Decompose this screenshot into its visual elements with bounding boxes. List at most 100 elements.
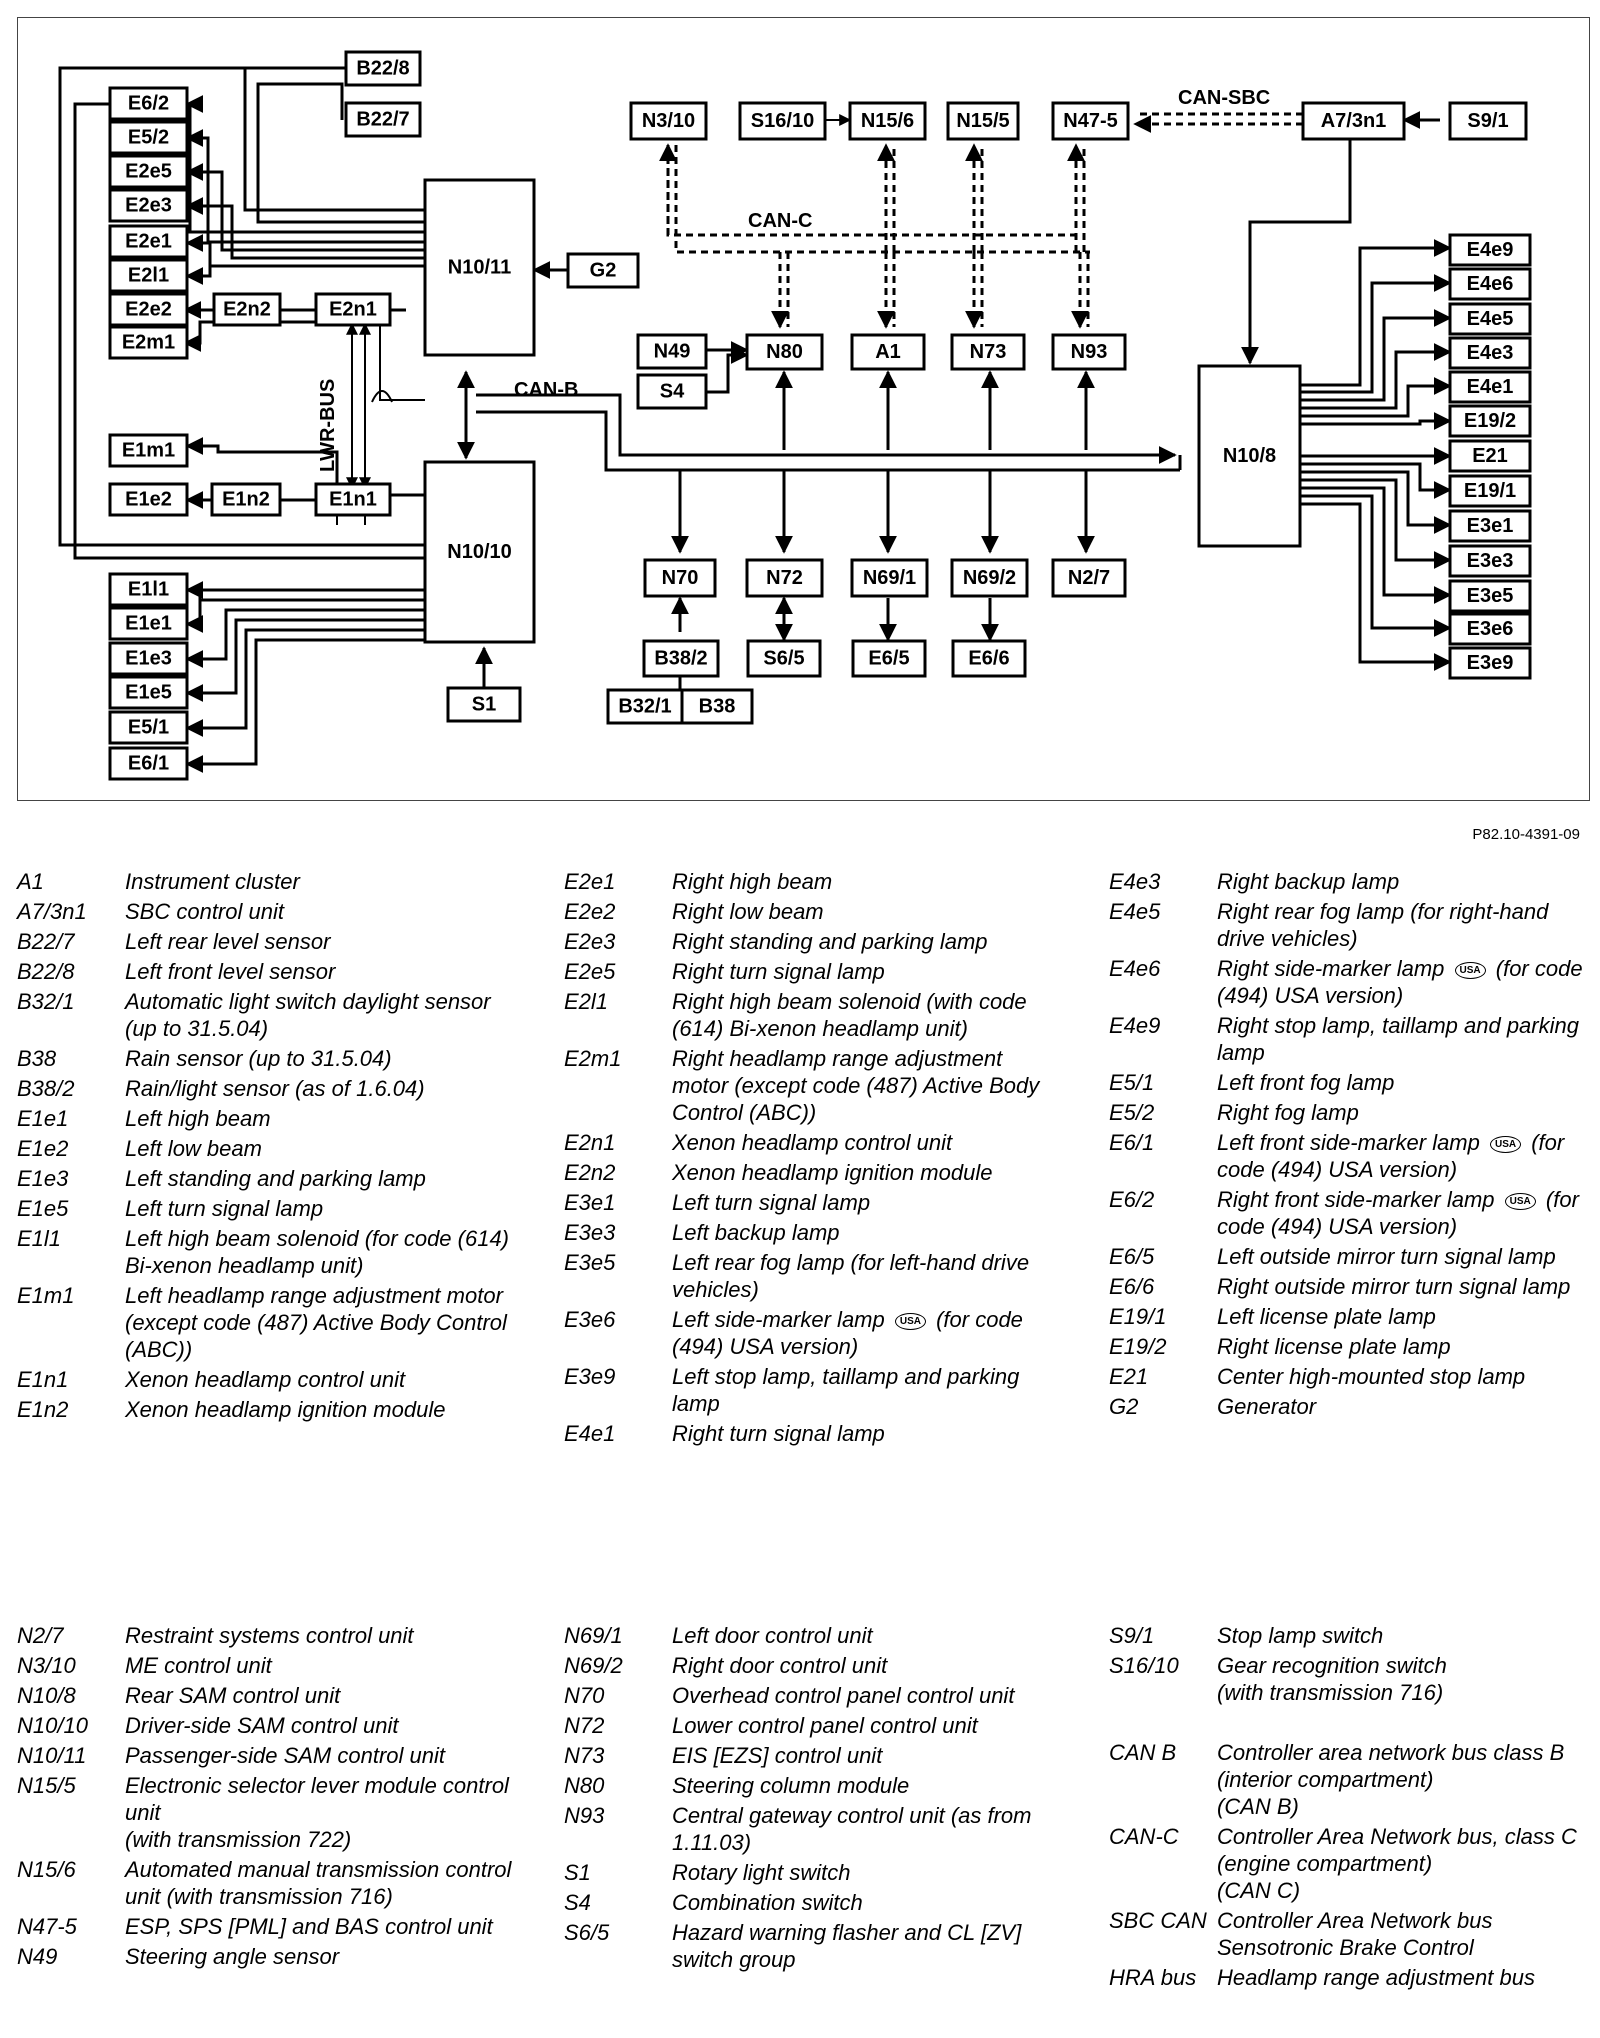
legend-description-text: Lower control panel control unit — [672, 1713, 978, 1738]
legend-description-text: Xenon headlamp ignition module — [672, 1160, 993, 1185]
legend-description: Xenon headlamp control unit — [672, 1129, 1044, 1156]
legend-description: Automated manual transmission control un… — [125, 1856, 547, 1910]
legend-code: S1 — [564, 1860, 591, 1885]
component-label: E1n1 — [329, 489, 377, 511]
component-label: E1e5 — [125, 682, 172, 704]
component-label: G2 — [590, 260, 617, 282]
component-box-e19-2: E19/2 — [1448, 404, 1532, 438]
legend-code: N69/1 — [564, 1623, 623, 1648]
legend-description-text: Right license plate lamp — [1217, 1334, 1451, 1359]
legend-code: E2e1 — [564, 869, 616, 894]
legend-description: Headlamp range adjustment bus — [1217, 1964, 1589, 1991]
legend-description: Driver-side SAM control unit — [125, 1712, 547, 1739]
component-label: E1l1 — [128, 579, 169, 601]
legend-description: Left rear fog lamp (for left-hand drive … — [672, 1249, 1044, 1303]
component-box-n70: N70 — [643, 558, 717, 598]
component-box-frame — [738, 101, 827, 141]
legend-description: Xenon headlamp control unit — [125, 1366, 537, 1393]
legend-code: CAN-C — [1109, 1824, 1179, 1849]
legend-code: CAN B — [1109, 1740, 1177, 1765]
legend-code: E21 — [1109, 1364, 1149, 1389]
component-label: E3e6 — [1467, 618, 1514, 640]
component-box-frame — [629, 101, 708, 141]
component-label: E3e1 — [1467, 515, 1514, 537]
legend-description: Left standing and parking lamp — [125, 1165, 537, 1192]
legend-description-text: Right turn signal lamp — [672, 959, 885, 984]
legend-description-text: Controller Area Network bus, class C (en… — [1217, 1824, 1577, 1903]
component-box-n49: N49 — [636, 333, 708, 370]
legend-code: E1e3 — [17, 1166, 69, 1191]
legend-description: Right high beam solenoid (with code (614… — [672, 988, 1044, 1042]
legend-description-text: Controller area network bus class B (int… — [1217, 1740, 1565, 1819]
legend-description: Left high beam solenoid (for code (614) … — [125, 1225, 537, 1279]
legend-code: G2 — [1109, 1394, 1139, 1419]
component-box-frame — [1301, 101, 1406, 141]
legend-description-text: Right fog lamp — [1217, 1100, 1359, 1125]
legend-description-text: EIS [EZS] control unit — [672, 1743, 883, 1768]
component-box-frame — [108, 292, 189, 327]
legend-code: E3e5 — [564, 1250, 616, 1275]
legend-code: N73 — [564, 1743, 605, 1768]
legend-description: Left low beam — [125, 1135, 537, 1162]
component-box-e3e9: E3e9 — [1448, 646, 1532, 680]
component-box-n69-2: N69/2 — [950, 558, 1029, 598]
component-label: N2/7 — [1068, 567, 1110, 589]
component-box-e1n1: E1n1 — [314, 482, 392, 517]
legend-description: Right turn signal lamp — [672, 958, 1044, 985]
component-box-s1: S1 — [446, 686, 522, 723]
legend-description-text: Left standing and parking lamp — [125, 1166, 426, 1191]
legend-description-text: Steering angle sensor — [125, 1944, 340, 1969]
component-box-frame — [643, 558, 717, 598]
component-box-frame — [950, 333, 1026, 371]
component-label: E6/6 — [968, 648, 1009, 670]
legend-description: Rain/light sensor (as of 1.6.04) — [125, 1075, 537, 1102]
legend-code: E2e2 — [564, 899, 616, 924]
component-label: A7/3n1 — [1321, 110, 1387, 132]
legend-code: A7/3n1 — [17, 899, 87, 924]
legend-code: N70 — [564, 1683, 605, 1708]
component-box-frame — [680, 688, 754, 725]
component-label: N69/2 — [963, 567, 1016, 589]
component-label: N72 — [766, 567, 803, 589]
component-box-frame — [108, 188, 189, 223]
legend-description: Right stop lamp, taillamp and parking la… — [1217, 1012, 1589, 1066]
component-label: E4e3 — [1467, 342, 1514, 364]
component-label: N15/5 — [956, 110, 1009, 132]
component-box-e5-1: E5/1 — [108, 710, 189, 745]
legend-description-text: Left front level sensor — [125, 959, 336, 984]
component-box-frame — [1448, 370, 1532, 404]
legend-description: Left turn signal lamp — [125, 1195, 537, 1222]
component-label: E3e3 — [1467, 550, 1514, 572]
component-label: N10/11 — [448, 257, 511, 279]
component-box-e6-1: E6/1 — [108, 746, 189, 781]
legend-description: Central gateway control unit (as from 1.… — [672, 1802, 1044, 1856]
component-box-frame — [212, 292, 282, 327]
legend-description-text: Left outside mirror turn signal lamp — [1217, 1244, 1556, 1269]
legend-description: ESP, SPS [PML] and BAS control unit — [125, 1913, 547, 1940]
component-label: B22/7 — [356, 109, 409, 131]
component-box-b38: B38 — [680, 688, 754, 725]
legend-description: Left license plate lamp — [1217, 1303, 1589, 1330]
legend-code: E1e1 — [17, 1106, 69, 1131]
component-label: N47-5 — [1063, 110, 1117, 132]
legend-description-text: Restraint systems control unit — [125, 1623, 414, 1648]
component-box-g2: G2 — [566, 252, 640, 289]
legend-code: A1 — [17, 869, 44, 894]
legend-description: Xenon headlamp ignition module — [125, 1396, 537, 1423]
component-box-e6-6: E6/6 — [951, 639, 1027, 678]
legend-description: Right low beam — [672, 898, 1044, 925]
legend-code: E2n2 — [564, 1160, 616, 1185]
legend-code: E4e1 — [564, 1421, 616, 1446]
legend-code — [1109, 1709, 1217, 1736]
component-box-n15-6: N15/6 — [848, 101, 927, 141]
